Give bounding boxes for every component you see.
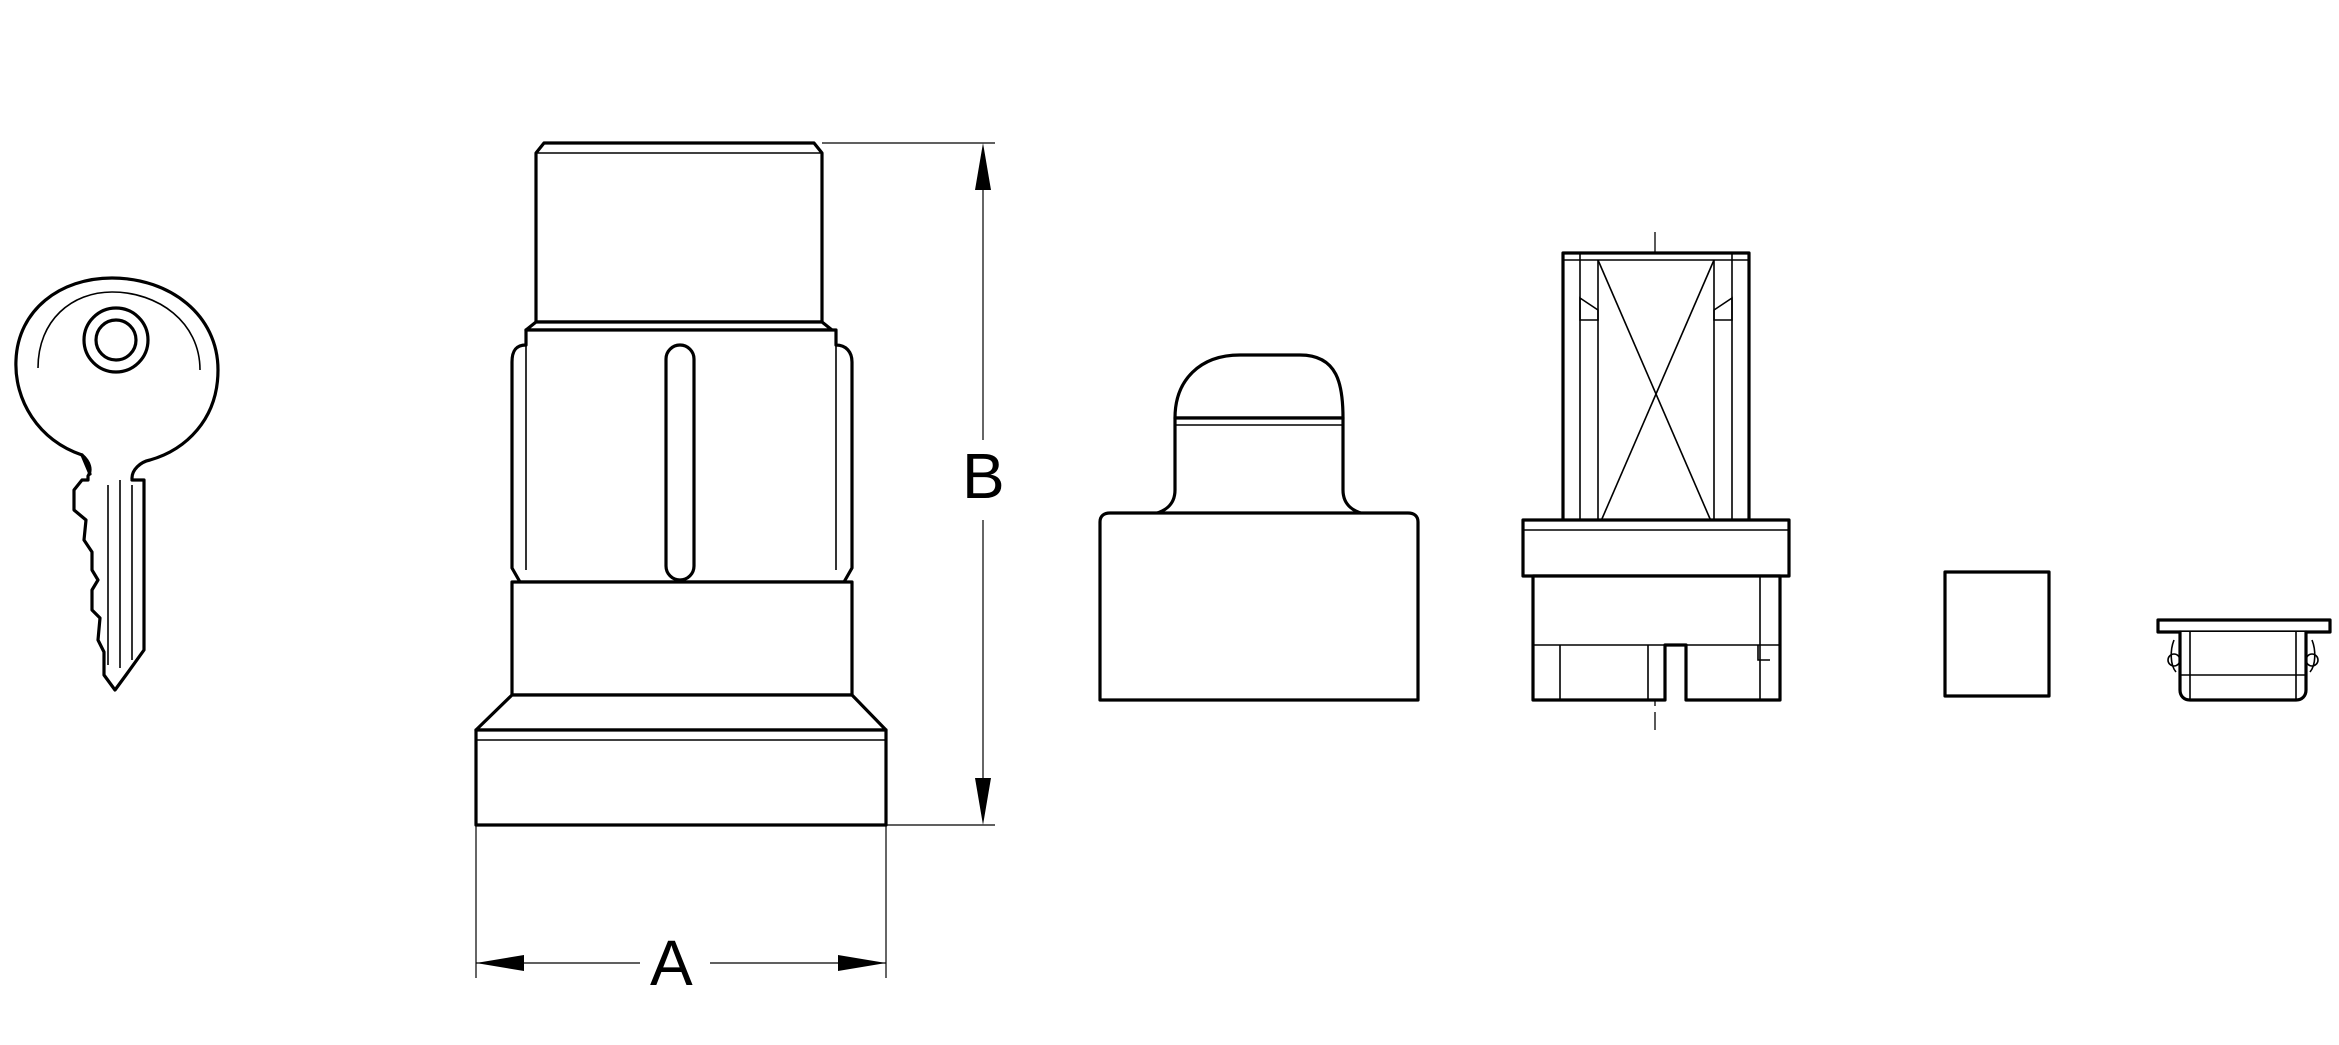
push-cap [1098, 353, 1420, 702]
lock-cylinder [474, 141, 888, 827]
dimension-b: B [822, 142, 1005, 826]
dimension-a: A [475, 825, 887, 999]
key-icon [14, 276, 220, 692]
dimension-a-label: A [650, 927, 693, 999]
plunger-body [1521, 232, 1791, 730]
dimension-b-label: B [962, 440, 1005, 512]
flanged-cap [2156, 618, 2332, 702]
spacer-block [1943, 570, 2051, 698]
